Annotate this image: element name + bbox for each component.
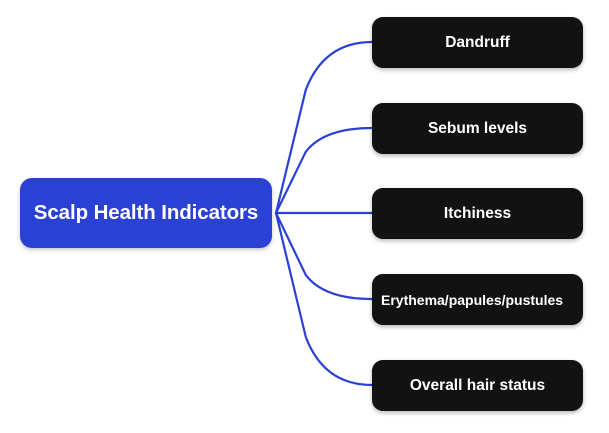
root-node-label: Scalp Health Indicators: [33, 200, 259, 224]
connector-line: [274, 211, 374, 387]
root-node[interactable]: Scalp Health Indicators: [20, 178, 272, 248]
connector-line: [274, 211, 374, 301]
branch-node-label: Sebum levels: [427, 119, 528, 137]
branch-node-label: Overall hair status: [409, 376, 546, 394]
branch-node-erythema-papules-pustules[interactable]: Erythema/papules/pustules: [372, 274, 583, 325]
branch-node-label: Erythema/papules/pustules: [381, 291, 564, 308]
branch-node-overall-hair-status[interactable]: Overall hair status: [372, 360, 583, 411]
branch-node-label: Dandruff: [445, 33, 510, 51]
branch-node-label: Itchiness: [443, 204, 512, 222]
branch-node-itchiness[interactable]: Itchiness: [372, 188, 583, 239]
branch-node-dandruff[interactable]: Dandruff: [372, 17, 583, 68]
branch-node-sebum-levels[interactable]: Sebum levels: [372, 103, 583, 154]
connector-line: [274, 126, 374, 215]
connector-line: [274, 40, 374, 215]
